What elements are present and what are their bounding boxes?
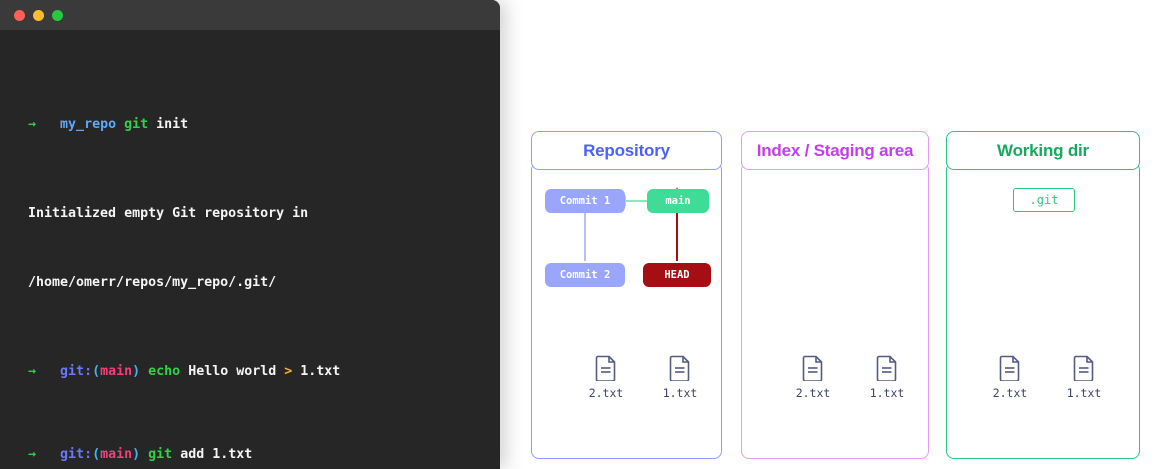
- prompt-branch: main: [100, 446, 133, 462]
- panel-index-title: Index / Staging area: [756, 140, 914, 160]
- terminal-titlebar[interactable]: [0, 0, 500, 30]
- panel-index[interactable]: Index / Staging area: [741, 131, 929, 459]
- panel-index-body: [741, 162, 929, 459]
- panel-working-dir[interactable]: Working dir: [946, 131, 1140, 459]
- panel-repository-title: Repository: [583, 140, 670, 160]
- prompt-lparen: (: [92, 364, 101, 380]
- panel-index-header: Index / Staging area: [741, 131, 929, 170]
- panel-working-dir-header: Working dir: [946, 131, 1140, 170]
- panel-repository-body: [531, 162, 722, 459]
- prompt-arrow: →: [28, 364, 37, 380]
- close-button[interactable]: [14, 9, 25, 21]
- command-args: init: [148, 116, 189, 132]
- prompt-arrow: →: [28, 116, 37, 132]
- prompt-arrow: →: [28, 446, 37, 462]
- command-name: git: [148, 446, 173, 462]
- prompt-rparen: ): [132, 446, 141, 462]
- output-text: /home/omerr/repos/my_repo/.git/: [28, 274, 277, 290]
- terminal-line: Initialized empty Git repository in: [28, 204, 500, 225]
- terminal-line: /home/omerr/repos/my_repo/.git/: [28, 273, 500, 294]
- terminal-line: → my_repo git init: [28, 115, 500, 136]
- minimize-button[interactable]: [33, 9, 44, 21]
- prompt-path: my_repo: [60, 116, 117, 132]
- panel-working-dir-title: Working dir: [997, 140, 1089, 160]
- command-name: git: [124, 116, 149, 132]
- command-target: 1.txt: [292, 364, 341, 380]
- command-name: echo: [148, 364, 181, 380]
- redirect-operator: >: [284, 364, 293, 380]
- command-args: add 1.txt: [172, 446, 253, 462]
- output-text: Initialized empty Git repository in: [28, 206, 309, 222]
- panel-repository-header: Repository: [531, 131, 722, 170]
- prompt-git-prefix: git:: [60, 446, 93, 462]
- prompt-branch: main: [100, 364, 133, 380]
- terminal-line: → git:(main) echo Hello world > 1.txt: [28, 362, 500, 383]
- terminal-window[interactable]: → my_repo git init Initialized empty Git…: [0, 0, 500, 469]
- command-args: Hello world: [180, 364, 285, 380]
- terminal-line: → git:(main) git add 1.txt: [28, 445, 500, 466]
- prompt-rparen: ): [132, 364, 141, 380]
- terminal-output[interactable]: → my_repo git init Initialized empty Git…: [0, 30, 500, 469]
- prompt-git-prefix: git:: [60, 364, 93, 380]
- panel-working-dir-body: [946, 162, 1140, 459]
- prompt-lparen: (: [92, 446, 101, 462]
- maximize-button[interactable]: [52, 9, 63, 21]
- panel-repository[interactable]: Repository: [531, 131, 722, 459]
